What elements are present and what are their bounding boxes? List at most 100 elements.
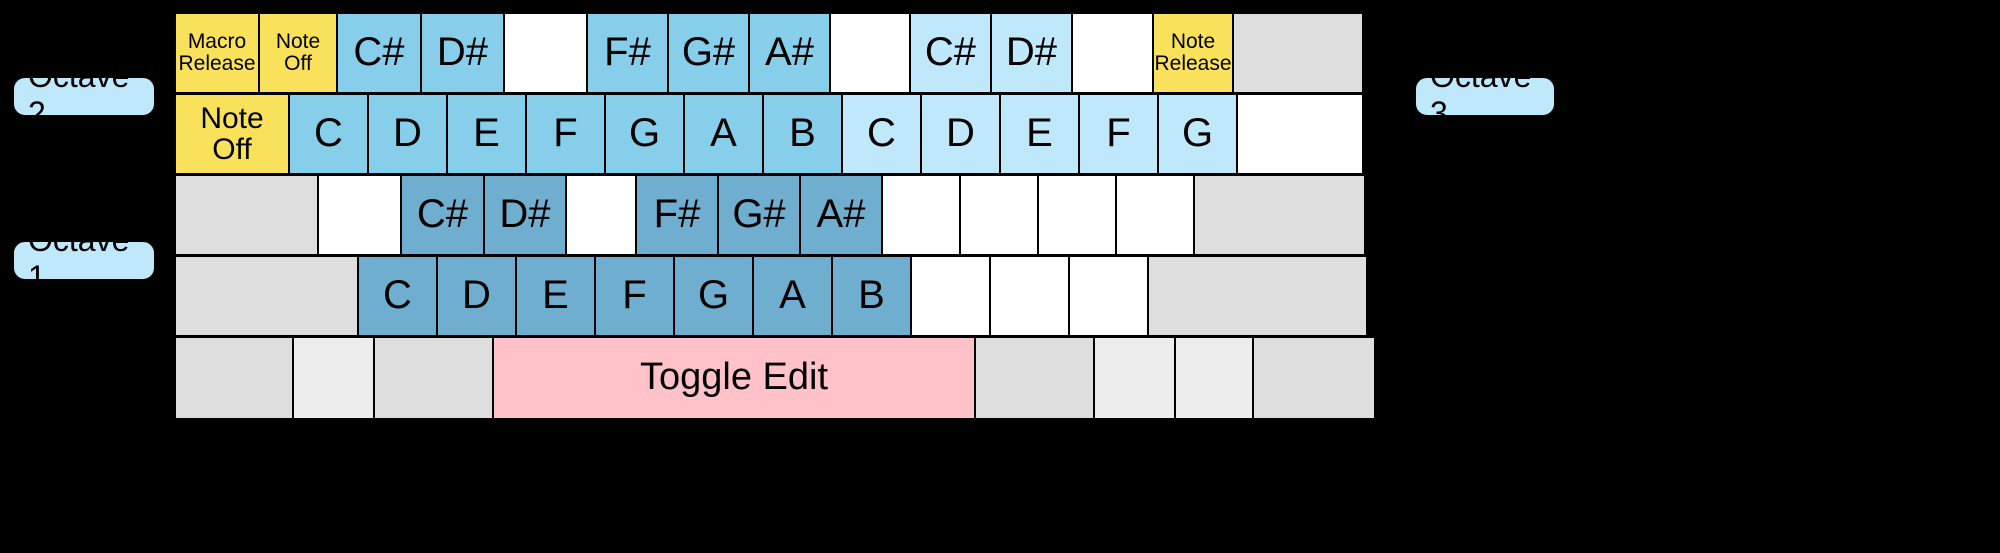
key-d[interactable]: D <box>920 93 1001 175</box>
key-label: D <box>946 111 975 156</box>
key-label: D <box>462 273 491 318</box>
key-blank[interactable] <box>1236 93 1364 175</box>
key-macro-release[interactable]: Macro Release <box>174 12 260 94</box>
key-label: Macro Release <box>178 30 256 75</box>
key-e[interactable]: E <box>446 93 527 175</box>
key-c[interactable]: C <box>357 255 438 337</box>
key-blank[interactable] <box>1174 336 1254 420</box>
key-f-sharp[interactable]: F# <box>635 174 719 256</box>
key-label: C <box>867 111 896 156</box>
key-b[interactable]: B <box>831 255 912 337</box>
key-blank[interactable] <box>1147 255 1368 337</box>
key-blank[interactable] <box>1193 174 1366 256</box>
key-blank[interactable] <box>292 336 375 420</box>
octave-3-label: Octave 3 <box>1414 58 1556 131</box>
key-note-release[interactable]: Note Release <box>1152 12 1234 94</box>
key-f-sharp[interactable]: F# <box>586 12 669 94</box>
key-a[interactable]: A <box>683 93 764 175</box>
key-blank[interactable] <box>174 174 319 256</box>
key-c[interactable]: C <box>288 93 369 175</box>
key-blank[interactable] <box>1071 12 1154 94</box>
key-note-off[interactable]: Note Off <box>258 12 338 94</box>
key-f[interactable]: F <box>594 255 675 337</box>
key-label: A <box>710 111 737 156</box>
key-label: B <box>789 111 816 156</box>
key-blank[interactable] <box>174 255 359 337</box>
key-toggle-edit[interactable]: Toggle Edit <box>492 336 976 420</box>
key-blank[interactable] <box>989 255 1070 337</box>
key-label: E <box>473 111 500 156</box>
key-label: E <box>542 273 569 318</box>
key-g-sharp[interactable]: G# <box>667 12 750 94</box>
key-label: C# <box>924 30 977 75</box>
key-blank[interactable] <box>1232 12 1364 94</box>
key-e[interactable]: E <box>515 255 596 337</box>
octave-1-label: Octave 1 <box>12 222 156 295</box>
key-b[interactable]: B <box>762 93 843 175</box>
key-label: C <box>383 273 412 318</box>
key-blank[interactable] <box>974 336 1095 420</box>
key-label: F# <box>653 192 701 237</box>
key-label: G <box>697 273 730 318</box>
key-d-sharp[interactable]: D# <box>420 12 505 94</box>
key-label: A# <box>765 30 814 75</box>
key-g-sharp[interactable]: G# <box>717 174 801 256</box>
key-label: Note Off <box>200 101 264 166</box>
key-label: G <box>1181 111 1214 156</box>
key-blank[interactable] <box>881 174 961 256</box>
key-a-sharp[interactable]: A# <box>748 12 831 94</box>
key-d[interactable]: D <box>367 93 448 175</box>
key-blank[interactable] <box>959 174 1039 256</box>
key-label: Note Off <box>275 30 321 75</box>
key-label: A <box>779 273 806 318</box>
key-blank[interactable] <box>1115 174 1195 256</box>
key-blank[interactable] <box>1093 336 1176 420</box>
key-d-sharp[interactable]: D# <box>483 174 567 256</box>
key-blank[interactable] <box>565 174 637 256</box>
key-blank[interactable] <box>829 12 911 94</box>
key-c-sharp[interactable]: C# <box>400 174 485 256</box>
key-d[interactable]: D <box>436 255 517 337</box>
key-label: G <box>628 111 661 156</box>
key-blank[interactable] <box>1068 255 1149 337</box>
key-label: E <box>1026 111 1053 156</box>
key-g[interactable]: G <box>604 93 685 175</box>
key-blank[interactable] <box>910 255 991 337</box>
key-c-sharp[interactable]: C# <box>909 12 992 94</box>
key-label: C# <box>353 30 405 75</box>
key-d-sharp[interactable]: D# <box>990 12 1073 94</box>
key-f[interactable]: F <box>525 93 606 175</box>
key-c-sharp[interactable]: C# <box>336 12 422 94</box>
key-blank[interactable] <box>1037 174 1117 256</box>
key-c[interactable]: C <box>841 93 922 175</box>
key-label: F <box>553 111 578 156</box>
key-label: D# <box>436 30 489 75</box>
key-a-sharp[interactable]: A# <box>799 174 883 256</box>
key-blank[interactable] <box>373 336 494 420</box>
key-e[interactable]: E <box>999 93 1080 175</box>
key-blank[interactable] <box>1252 336 1376 420</box>
key-label: C <box>314 111 343 156</box>
key-label: D# <box>1005 30 1058 75</box>
key-g[interactable]: G <box>673 255 754 337</box>
key-label: G# <box>732 192 786 237</box>
key-label: F <box>1106 111 1131 156</box>
key-blank[interactable] <box>317 174 402 256</box>
key-note-off[interactable]: Note Off <box>174 93 290 175</box>
key-label: C# <box>416 192 469 237</box>
key-label: D <box>393 111 422 156</box>
key-g[interactable]: G <box>1157 93 1238 175</box>
key-blank[interactable] <box>174 336 294 420</box>
key-a[interactable]: A <box>752 255 833 337</box>
key-label: B <box>858 273 885 318</box>
key-label: Note Release <box>1154 30 1232 75</box>
octave-2-label: Octave 2 <box>12 58 156 131</box>
key-label: A# <box>816 192 866 237</box>
key-f[interactable]: F <box>1078 93 1159 175</box>
key-label: D# <box>499 192 551 237</box>
key-label: F# <box>604 30 651 75</box>
key-label: G# <box>681 30 736 75</box>
key-blank[interactable] <box>503 12 588 94</box>
